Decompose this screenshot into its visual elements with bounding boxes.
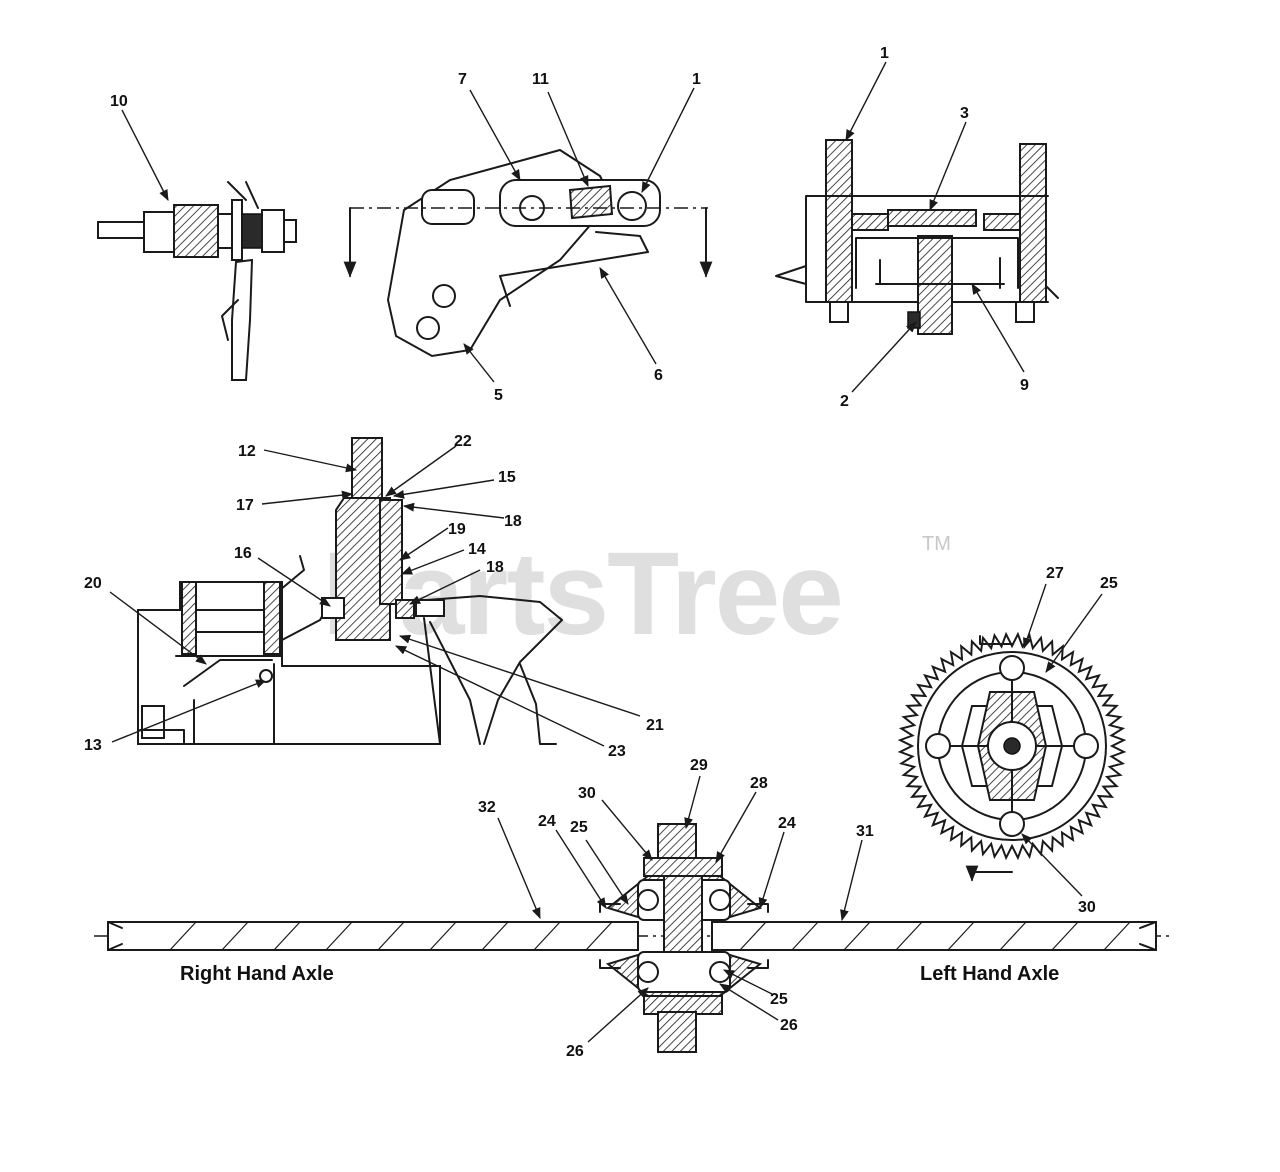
axle-differential-section-view: [94, 775, 1170, 1053]
callout-18: 18: [486, 559, 504, 576]
callout-12: 12: [238, 443, 256, 460]
shift-bracket-view: [343, 87, 713, 383]
callout-18: 18: [504, 513, 522, 530]
callout-32: 32: [478, 799, 496, 816]
callout-25: 25: [570, 819, 588, 836]
callout-23: 23: [608, 743, 626, 760]
callout-28: 28: [750, 775, 768, 792]
differential-gear-face-view: [897, 583, 1127, 897]
callout-9: 9: [1020, 377, 1029, 394]
transmission-case-section-view: [109, 437, 641, 747]
callout-13: 13: [84, 737, 102, 754]
shift-gear-section-view: [775, 61, 1059, 393]
callout-24: 24: [538, 813, 556, 830]
callout-labels: 10 7 11 1 6 5 1 3 2 9 12 22 15 17 18 19 …: [84, 45, 1118, 1060]
callout-25: 25: [770, 991, 788, 1008]
callout-1: 1: [880, 45, 889, 62]
callout-11: 11: [532, 71, 549, 88]
callout-16: 16: [234, 545, 252, 562]
callout-24: 24: [778, 815, 796, 832]
callout-6: 6: [654, 367, 663, 384]
callout-3: 3: [960, 105, 969, 122]
callout-26: 26: [780, 1017, 798, 1034]
callout-21: 21: [646, 717, 664, 734]
callout-27: 27: [1046, 565, 1064, 582]
watermark: PartsTree TM: [322, 528, 951, 660]
callout-2: 2: [840, 393, 849, 410]
shift-lever-side-view: [97, 109, 297, 381]
callout-14: 14: [468, 541, 486, 558]
callout-30: 30: [1078, 899, 1096, 916]
callout-19: 19: [448, 521, 466, 538]
callout-15: 15: [498, 469, 516, 486]
left-hand-axle-label: Left Hand Axle: [920, 963, 1059, 985]
callout-7: 7: [458, 71, 467, 88]
callout-31: 31: [856, 823, 874, 840]
callout-26: 26: [566, 1043, 584, 1060]
callout-1: 1: [692, 71, 701, 88]
callout-17: 17: [236, 497, 254, 514]
callout-22: 22: [454, 433, 472, 450]
callout-29: 29: [690, 757, 708, 774]
callout-25: 25: [1100, 575, 1118, 592]
callout-5: 5: [494, 387, 503, 404]
callout-30: 30: [578, 785, 596, 802]
callout-20: 20: [84, 575, 102, 592]
watermark-trademark: TM: [922, 533, 951, 555]
callout-10: 10: [110, 93, 128, 110]
right-hand-axle-label: Right Hand Axle: [180, 963, 334, 985]
